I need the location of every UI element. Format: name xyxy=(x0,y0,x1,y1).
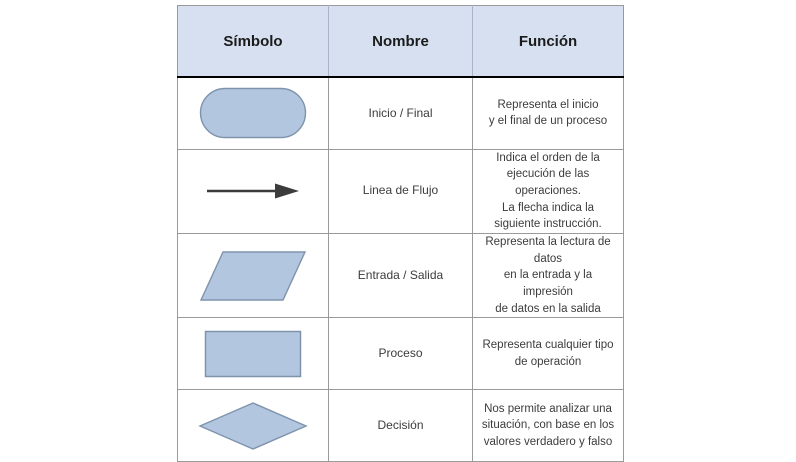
shape-container xyxy=(178,234,328,317)
symbol-cell-decision xyxy=(177,389,329,462)
function-cell: Representa la lectura de datos en la ent… xyxy=(472,233,624,319)
shape-container xyxy=(178,318,328,389)
flow-arrow-shape xyxy=(207,183,299,199)
rectangle-shape xyxy=(204,330,302,377)
shape-container xyxy=(178,78,328,149)
table-row: Proceso Representa cualquier tipo de ope… xyxy=(177,317,624,391)
table-row: Decisión Nos permite analizar una situac… xyxy=(177,389,624,462)
diamond-shape xyxy=(198,401,308,450)
name-cell: Decisión xyxy=(328,389,473,462)
name-cell: Linea de Flujo xyxy=(328,149,473,234)
function-cell: Indica el orden de la ejecución de las o… xyxy=(472,149,624,234)
table-header: Símbolo Nombre Función xyxy=(177,5,624,78)
symbol-cell-linea-flujo xyxy=(177,149,329,234)
parallelogram-shape xyxy=(199,250,307,301)
symbol-cell-proceso xyxy=(177,317,329,391)
table-row: Inicio / Final Representa el inicio y el… xyxy=(177,77,624,150)
table-header-row: Símbolo Nombre Función xyxy=(177,5,624,78)
header-function: Función xyxy=(472,5,624,78)
table-row: Linea de Flujo Indica el orden de la eje… xyxy=(177,149,624,234)
symbol-cell-inicio-final xyxy=(177,77,329,150)
page-canvas: Símbolo Nombre Función Inicio / Final Re… xyxy=(177,5,624,462)
function-cell: Nos permite analizar una situación, con … xyxy=(481,402,615,449)
stadium-shape xyxy=(199,88,307,139)
header-name: Nombre xyxy=(328,5,473,78)
name-cell: Entrada / Salida xyxy=(328,233,473,319)
shape-container xyxy=(178,150,328,233)
table-row: Entrada / Salida Representa la lectura d… xyxy=(177,233,624,319)
name-cell: Proceso xyxy=(328,317,473,391)
table-body: Inicio / Final Representa el inicio y el… xyxy=(177,77,624,462)
name-cell: Inicio / Final xyxy=(328,77,473,150)
function-cell: Representa cualquier tipo de operación xyxy=(472,317,624,391)
function-cell: Representa el inicio y el final de un pr… xyxy=(472,77,624,150)
shape-container xyxy=(178,390,328,461)
header-symbol: Símbolo xyxy=(177,5,329,78)
flowchart-symbols-table: Símbolo Nombre Función Inicio / Final Re… xyxy=(177,5,624,462)
symbol-cell-entrada-salida xyxy=(177,233,329,319)
